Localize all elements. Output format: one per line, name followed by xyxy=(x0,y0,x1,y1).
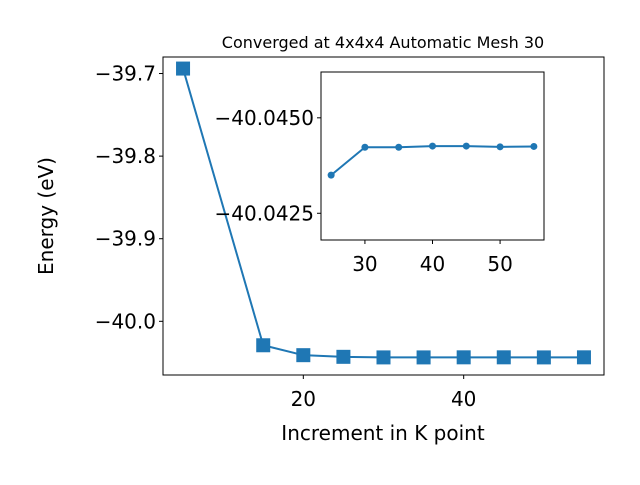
inset-data-point xyxy=(395,143,403,151)
main-data-point xyxy=(456,350,471,365)
main-series-line xyxy=(182,68,584,359)
inset-data-point xyxy=(496,143,504,151)
inset-y-tick-label: −40.0450 xyxy=(215,106,314,130)
inset-data-point xyxy=(429,142,436,150)
inset-x-tick-label: 50 xyxy=(487,252,512,276)
main-y-tick-label: −39.8 xyxy=(95,144,156,168)
main-y-tick-label: −40.0 xyxy=(95,309,156,333)
main-x-tick-label: 20 xyxy=(291,387,316,411)
inset-data-point xyxy=(530,142,538,150)
main-data-point xyxy=(576,350,591,365)
main-data-point xyxy=(416,350,431,365)
inset-y-tick-label: −40.0425 xyxy=(215,201,314,225)
inset-data-point xyxy=(361,143,369,151)
inset-data-point xyxy=(462,142,470,150)
inset-data-point xyxy=(327,171,335,179)
main-plot: 20 40 −39.7 −39.8 −39.9 −40.0 xyxy=(95,62,591,411)
inset-x-tick-label: 40 xyxy=(420,252,445,276)
main-y-tick-label: −39.7 xyxy=(95,62,156,86)
main-x-tick-label: 40 xyxy=(451,387,476,411)
x-axis-label: Increment in K point xyxy=(281,421,485,445)
inset-plot: 30 40 50 −40.0450 −40.0425 xyxy=(215,106,538,276)
main-data-point xyxy=(176,61,191,76)
main-data-point xyxy=(536,350,551,365)
inset-background xyxy=(321,72,544,240)
main-data-point xyxy=(376,350,391,365)
y-axis-label: Energy (eV) xyxy=(34,157,58,275)
main-data-point xyxy=(336,349,351,364)
main-data-point xyxy=(256,338,271,353)
main-data-point xyxy=(496,350,511,365)
inset-x-tick-label: 30 xyxy=(352,252,377,276)
main-axes-frame xyxy=(162,56,605,376)
main-data-point xyxy=(296,348,311,363)
main-y-tick-label: −39.9 xyxy=(95,227,156,251)
chart-title: Converged at 4x4x4 Automatic Mesh 30 xyxy=(222,33,544,52)
